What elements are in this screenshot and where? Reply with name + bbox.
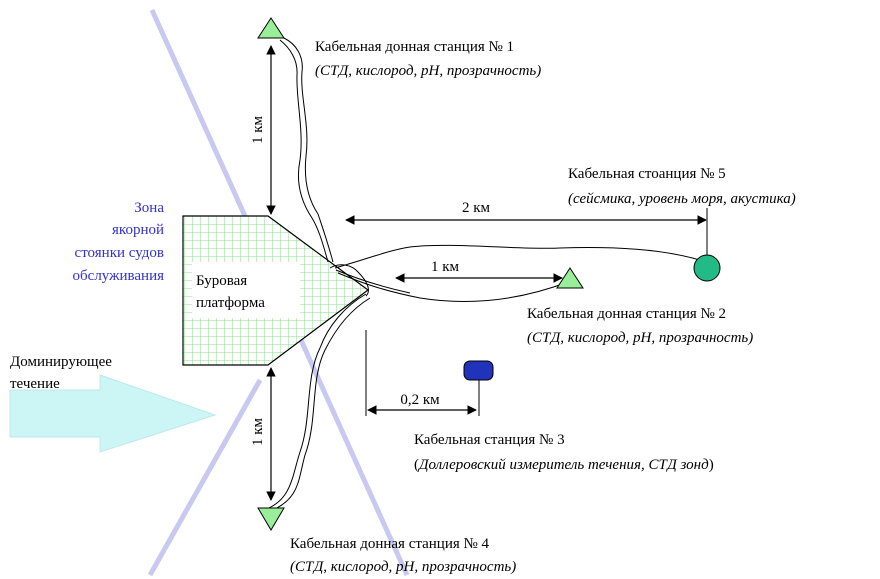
station-4-triangle-down-icon: [257, 507, 285, 531]
distance-label-southeast: 0,2 км: [400, 392, 440, 408]
station-3-rounded-square-icon: [463, 360, 494, 381]
station-1-triangle-up-icon: [257, 17, 285, 39]
distance-label-east-far: 2 км: [462, 200, 491, 216]
current-label-line1: Доминирующее: [10, 354, 112, 370]
platform-label-line2: платформа: [196, 295, 265, 311]
cable-station-4: [267, 297, 371, 513]
station-3-params-italic: Доллеровский измеритель течения, СТД зон…: [417, 457, 709, 473]
distance-label-north: 1 км: [250, 115, 266, 144]
station-3-params-close: ): [709, 457, 714, 473]
station-2-triangle-up-icon: [556, 267, 584, 289]
distance-label-east-near: 1 км: [431, 259, 460, 275]
station-2-title: Кабельная донная станция № 2: [527, 306, 726, 322]
distance-label-south: 1 км: [250, 417, 266, 446]
anchorage-zone-line-lower: [147, 378, 263, 577]
current-label-line2: течение: [10, 376, 60, 392]
cable-station-1: [279, 39, 329, 263]
zone-label-line3: стоянки судов: [75, 245, 164, 261]
cable-station-1b: [283, 37, 334, 263]
cable-station-4b: [263, 293, 367, 511]
platform-label-line1: Буровая: [196, 273, 247, 289]
station-3-title: Кабельная станция № 3: [414, 432, 565, 448]
cable-station-2: [337, 272, 569, 302]
station-2-params: (СТД, кислород, рН, прозрачность): [527, 330, 753, 346]
current-arrow: [9, 374, 217, 453]
station-1-params: (СТД, кислород, рН, прозрачность): [315, 63, 541, 79]
zone-label-line1: Зона: [134, 200, 164, 216]
cable-loop: [329, 264, 369, 297]
cable-station-5: [334, 244, 707, 269]
station-5-params: (сейсмика, уровень моря, акустика): [568, 191, 796, 207]
station-4-title: Кабельная донная станция № 4: [290, 536, 490, 552]
platform-label-bg: [192, 262, 300, 318]
zone-label-line2: якорной: [112, 222, 164, 238]
station-3-params: (Доллеровский измеритель течения, СТД зо…: [414, 457, 714, 473]
station-5-title: Кабельная стоанция № 5: [568, 166, 726, 182]
cable-station-2b: [335, 269, 411, 294]
station-5-circle-icon: [693, 254, 721, 282]
station-3-params-open: (: [414, 457, 419, 473]
station-1-title: Кабельная донная станция № 1: [315, 39, 514, 55]
zone-label-line4: обслуживания: [73, 268, 165, 284]
station-4-params: (СТД, кислород, рН, прозрачность): [290, 559, 516, 575]
